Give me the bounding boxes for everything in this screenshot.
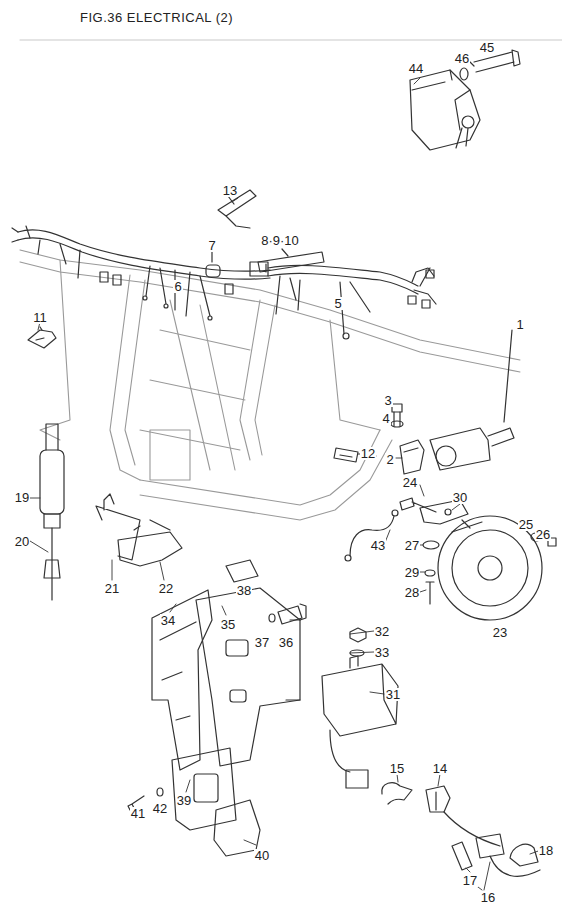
- callout-number: 45: [479, 41, 495, 54]
- callout-number: 42: [152, 802, 168, 815]
- callout-number: 40: [254, 849, 270, 862]
- callout-number: 7: [207, 239, 216, 252]
- callout-number: 37: [254, 636, 270, 649]
- callout-number: 32: [374, 625, 390, 638]
- callout-number: 41: [130, 807, 146, 820]
- callout-number: 8·9·10: [260, 234, 300, 247]
- callout-number: 31: [385, 688, 401, 701]
- callout-number: 30: [452, 491, 468, 504]
- callout-number: 21: [104, 582, 120, 595]
- callout-number: 2: [385, 453, 394, 466]
- callout-number: 19: [14, 491, 30, 504]
- callout-number: 15: [389, 762, 405, 775]
- callout-number: 17: [462, 874, 478, 887]
- callout-number: 24: [402, 476, 418, 489]
- callout-number: 46: [454, 52, 470, 65]
- callout-number: 14: [432, 762, 448, 775]
- callout-number: 11: [32, 311, 48, 324]
- callout-number: 6: [173, 280, 182, 293]
- callout-number: 38: [236, 584, 252, 597]
- callout-number: 36: [278, 636, 294, 649]
- callout-number: 35: [220, 618, 236, 631]
- callout-number: 43: [370, 539, 386, 552]
- figure-title: FIG.36 ELECTRICAL (2): [80, 10, 233, 25]
- callout-number: 44: [408, 62, 424, 75]
- callout-number: 13: [222, 184, 238, 197]
- callout-number: 33: [374, 646, 390, 659]
- callout-number: 27: [404, 539, 420, 552]
- callout-number: 18: [538, 844, 554, 857]
- callout-number: 28: [404, 586, 420, 599]
- callout-number: 12: [360, 447, 376, 460]
- callout-number: 20: [14, 535, 30, 548]
- callout-number: 39: [176, 794, 192, 807]
- callout-number: 26: [535, 528, 551, 541]
- callout-number: 1: [515, 318, 524, 331]
- callout-number: 34: [160, 614, 176, 627]
- callout-number: 22: [158, 582, 174, 595]
- callout-number: 3: [383, 394, 392, 407]
- callout-number: 5: [333, 297, 342, 310]
- callout-number: 4: [381, 412, 390, 425]
- callout-number: 23: [492, 626, 508, 639]
- callout-number: 29: [404, 566, 420, 579]
- callout-number: 25: [518, 518, 534, 531]
- callout-number: 16: [480, 891, 496, 904]
